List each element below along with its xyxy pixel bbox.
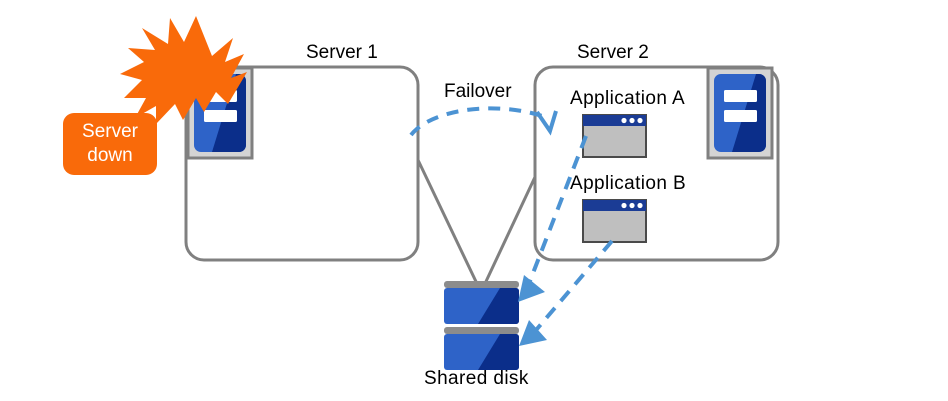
shared-disk-icon (444, 281, 519, 370)
server1-label: Server 1 (306, 42, 378, 63)
application-b-label: Application B (570, 173, 687, 194)
server2-label: Server 2 (577, 42, 649, 63)
failover-arrow-icon (409, 106, 558, 137)
shared-disk-label: Shared disk (424, 368, 529, 389)
app-a-disk-arrow-icon (518, 135, 588, 302)
app-b-disk-arrow-icon (519, 239, 614, 346)
application-a-label: Application A (570, 88, 686, 109)
application-window-icon (582, 199, 647, 243)
server-tower-icon (706, 66, 774, 160)
application-window-icon (582, 114, 647, 158)
lightning-bolt-icon (120, 16, 247, 124)
failover-label: Failover (444, 81, 512, 102)
server-down-badge (63, 113, 157, 175)
disk-connector-lines (416, 159, 545, 291)
